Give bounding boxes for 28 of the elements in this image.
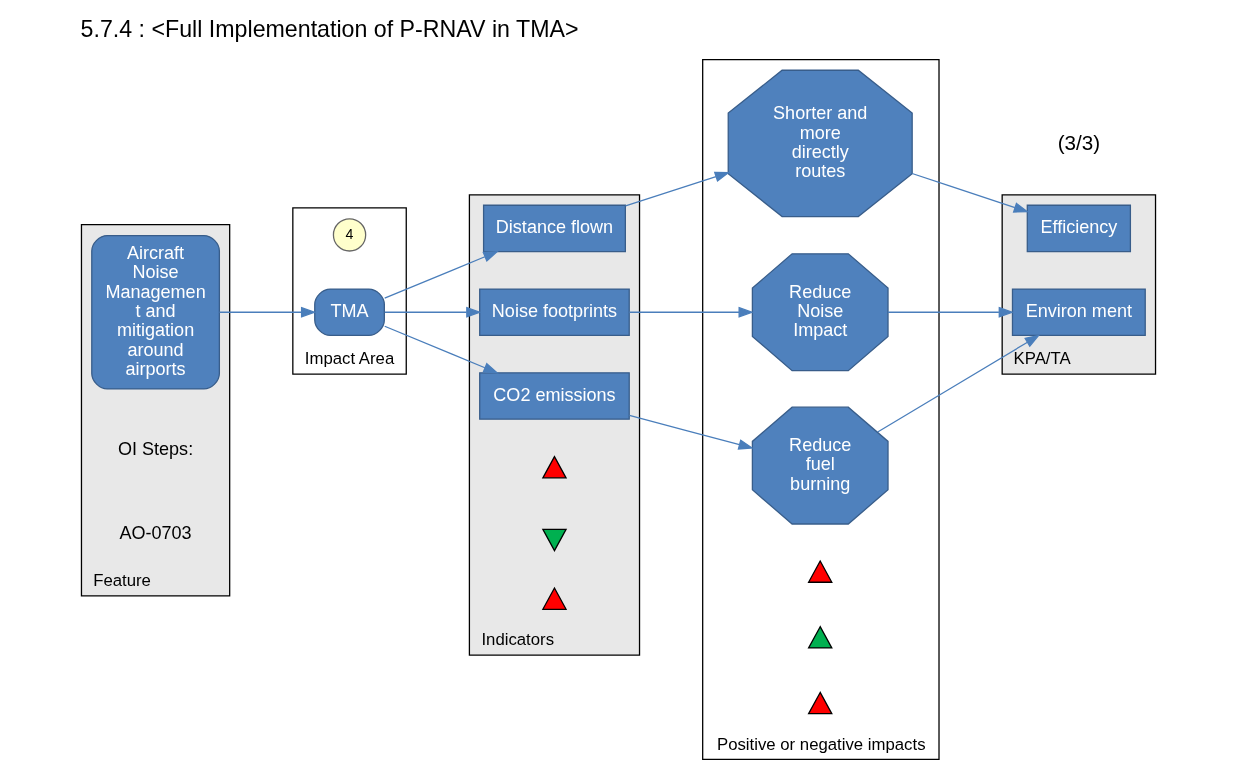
node-box: TMA — [314, 288, 385, 337]
label: AO-0703 — [119, 522, 192, 543]
node-arrow — [541, 455, 568, 479]
diagram-title: 5.7.4 : <Full Implementation of P-RNAV in TMA> — [80, 15, 579, 42]
arrow — [877, 334, 1041, 433]
node-box: Environ ment — [1011, 288, 1146, 337]
arrow — [628, 414, 754, 450]
arrow — [624, 171, 731, 207]
node-arrow — [807, 625, 833, 649]
arrow — [628, 306, 754, 318]
label: (3/3) — [1057, 130, 1101, 154]
node-arrow — [807, 691, 833, 715]
arrow — [218, 306, 317, 318]
node-box: Distance flown — [482, 204, 626, 253]
node-arrow — [541, 586, 568, 610]
node-circle: 4 — [332, 218, 367, 252]
arrow — [384, 306, 482, 318]
node-box: Efficiency — [1026, 204, 1132, 253]
arrow — [887, 306, 1015, 318]
arrow — [384, 251, 499, 299]
node-arrow — [541, 528, 568, 552]
node-arrow — [807, 559, 833, 583]
arrow — [384, 325, 499, 374]
arrow — [911, 172, 1030, 213]
node-box: Aircraft Noise Managemen t and mitigation around airports — [91, 234, 220, 390]
node-box: Noise footprints — [479, 288, 630, 337]
node-box: CO2 emissions — [479, 372, 630, 420]
label: OI Steps: — [117, 438, 194, 459]
